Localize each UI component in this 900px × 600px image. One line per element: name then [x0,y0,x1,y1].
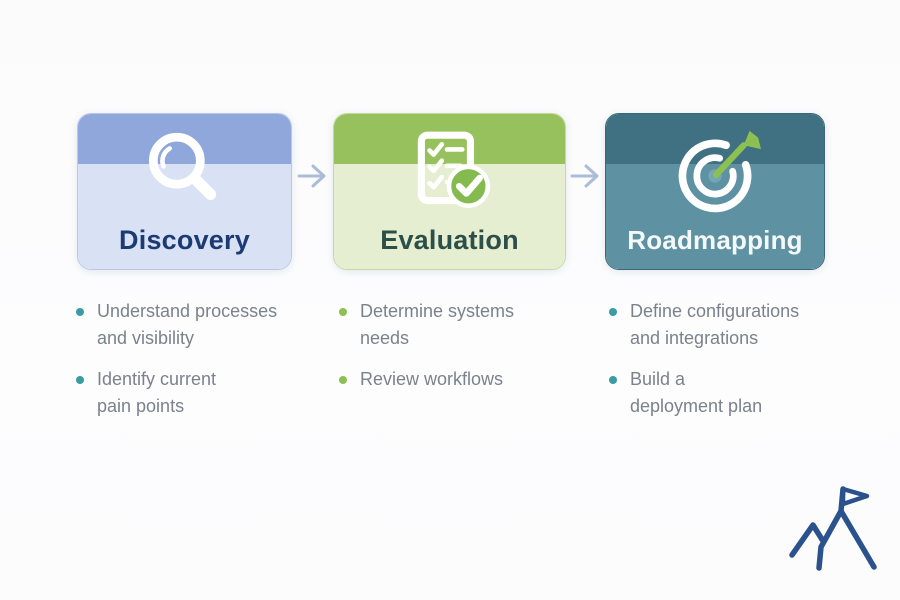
bullet-dot [609,376,617,384]
list-item: Define configurations and integrations [609,298,851,352]
bullet-text: Identify current pain points [97,369,217,416]
list-item: Understand processes and visibility [76,298,318,352]
step-card-roadmapping: Roadmapping [605,113,825,270]
bullet-text: Understand processes and visibility [97,301,278,348]
card-header [334,114,565,164]
bullet-text: Review workflows [360,369,504,389]
step-title: Evaluation [380,225,519,255]
checklist-icon [404,128,496,220]
bullet-text: Define configurations and integrations [630,301,800,348]
magnifier-icon [139,128,231,220]
bullet-dot [339,376,347,384]
step-title: Roadmapping [627,225,803,255]
bullet-text: Build a deployment plan [630,369,763,416]
target-dart-icon [669,128,761,220]
roadmapping-bullet-list: Define configurations and integrations B… [609,298,851,434]
list-item: Review workflows [339,366,581,393]
list-item: Build a deployment plan [609,366,851,420]
list-item: Determine systems needs [339,298,581,352]
step-card-evaluation: Evaluation [333,113,566,270]
list-item: Identify current pain points [76,366,318,420]
mountain-flag-logo [788,483,884,573]
step-card-discovery: Discovery [77,113,292,270]
bullet-dot [76,308,84,316]
step-title: Discovery [119,225,250,255]
evaluation-bullet-list: Determine systems needs Review workflows [339,298,581,407]
discovery-bullet-list: Understand processes and visibility Iden… [76,298,318,434]
arrow-right-icon [292,156,332,196]
bullet-dot [76,376,84,384]
bullet-dot [609,308,617,316]
bullet-text: Determine systems needs [360,301,515,348]
arrow-right-icon [565,156,605,196]
bullet-dot [339,308,347,316]
